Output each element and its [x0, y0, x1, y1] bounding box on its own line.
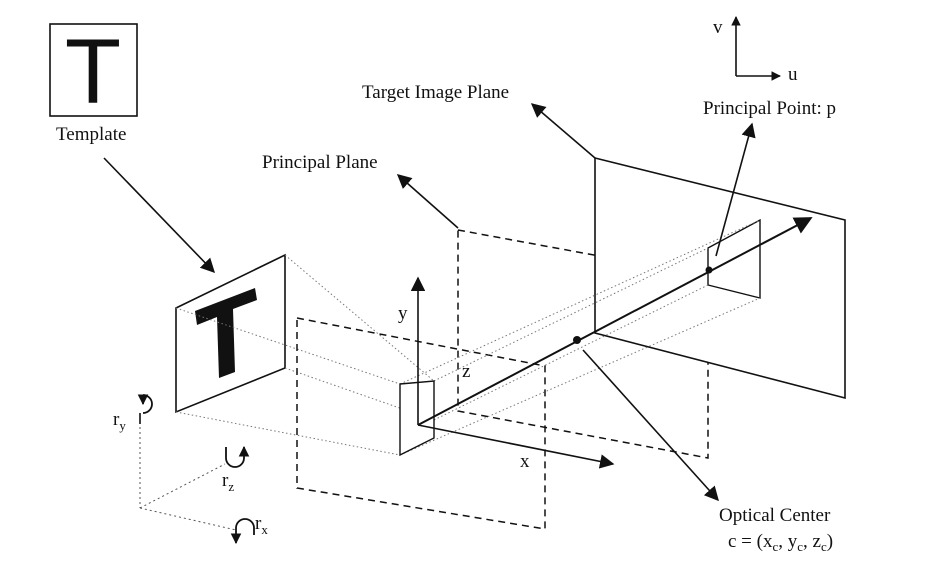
optical-center-pointer-arrow: [582, 349, 719, 502]
template-box: T: [49, 21, 138, 123]
rx-label: rx: [255, 513, 268, 537]
template-glyph: T: [65, 21, 121, 123]
template-label: Template: [56, 124, 126, 145]
y-axis-label: y: [398, 303, 408, 324]
target-image-plane-label: Target Image Plane: [362, 82, 509, 103]
principal-plane-pointer-arrow: [396, 174, 459, 229]
rz-label: rz: [222, 470, 234, 494]
ry-label: ry: [113, 409, 126, 433]
u-axis-label: u: [788, 64, 798, 85]
rotation-frame: [139, 422, 237, 531]
template-pointer-arrow: [103, 157, 215, 274]
z-axis-optical-axis: [417, 217, 813, 426]
optical-center-formula: c = (xc, yc, zc): [728, 531, 833, 554]
x-axis: [417, 424, 615, 469]
ry-rotation-icon: [137, 394, 153, 424]
projected-template-plane: [175, 253, 286, 414]
rz-rotation-icon: [225, 445, 250, 468]
principal-point-marker: [705, 266, 713, 274]
front-dashed-plane: [296, 317, 546, 530]
image-projection-rays: [399, 219, 761, 456]
camera-image-quad: [399, 380, 435, 457]
target-image-plane-pointer-arrow: [530, 103, 596, 159]
principal-point-label: Principal Point: p: [703, 98, 836, 119]
x-axis-label: x: [520, 451, 530, 472]
rx-rotation-icon: [230, 518, 255, 545]
principal-plane-label: Principal Plane: [262, 152, 378, 173]
z-axis-label: z: [462, 361, 470, 382]
optical-center-point: [573, 336, 581, 344]
v-axis-label: v: [713, 17, 723, 38]
template-projection-rays: [175, 254, 435, 456]
uv-axes: [731, 16, 781, 81]
principal-point-pointer-arrow: [715, 122, 756, 257]
optical-center-label: Optical Center: [719, 505, 831, 526]
